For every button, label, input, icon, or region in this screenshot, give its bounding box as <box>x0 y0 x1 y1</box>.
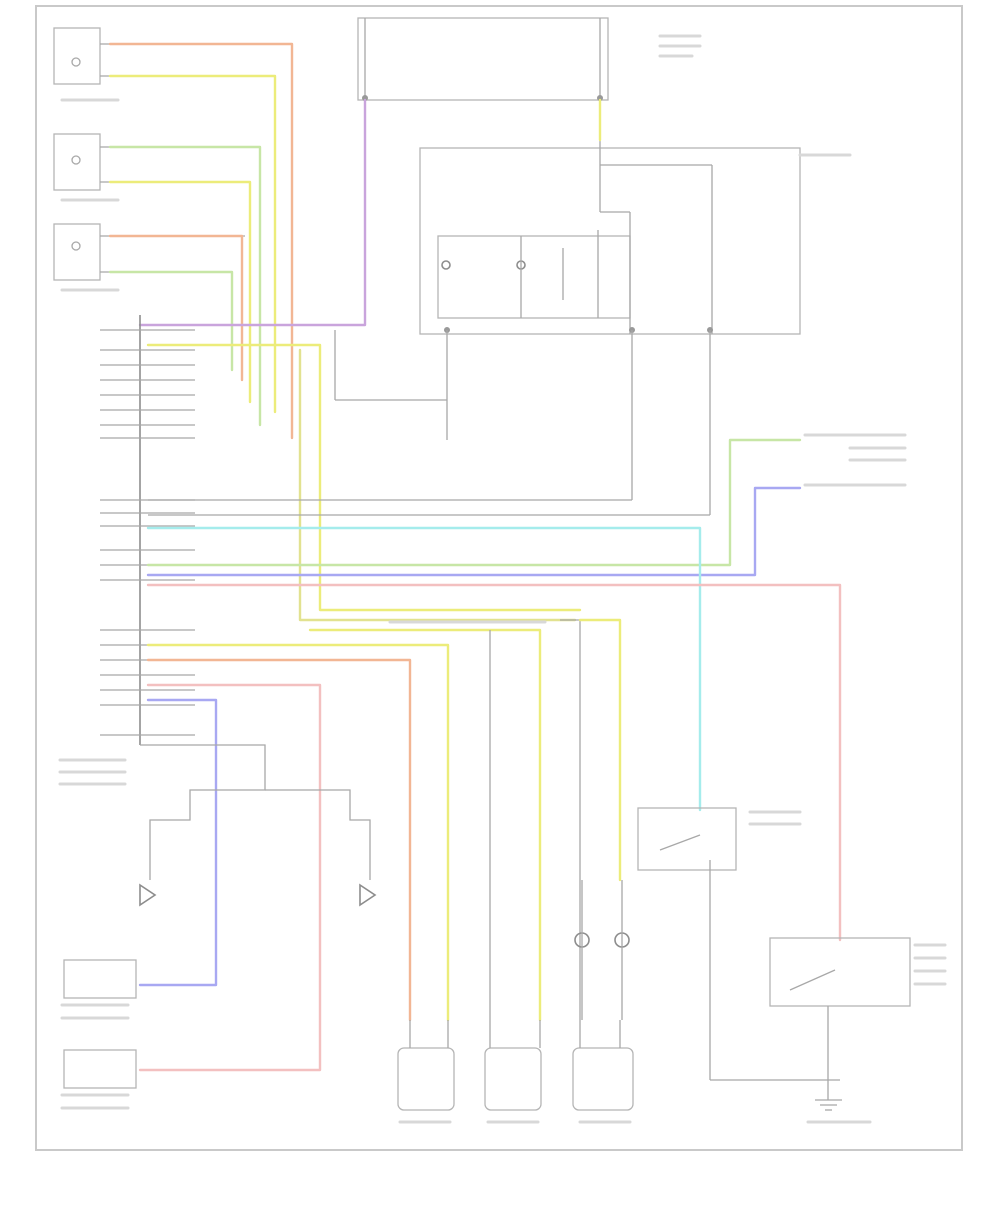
wire-yellow-bus-inner <box>298 348 577 622</box>
fuse-block <box>357 17 609 101</box>
wire-gray-lower-2 <box>560 619 581 1020</box>
relay-right <box>769 937 911 1111</box>
illegible-labels <box>58 34 947 1124</box>
control-unit-connector <box>100 315 195 745</box>
wire-red-right <box>146 583 842 942</box>
relay-box <box>419 100 801 335</box>
ground-left <box>139 744 266 907</box>
switch-right <box>637 807 840 1081</box>
wire-blue-lower <box>138 698 218 987</box>
wire-green-low <box>108 270 234 372</box>
diagram-frame <box>35 5 963 1151</box>
wire-orange-lower <box>146 658 412 1022</box>
sensor-right <box>572 1020 634 1111</box>
wire-yellow-lower-2 <box>308 628 542 1022</box>
component-box-lower <box>63 1049 137 1089</box>
wire-yellow-top <box>108 74 277 414</box>
wire-green-right <box>146 438 802 567</box>
wire-orange-low <box>108 234 244 382</box>
wire-yellow-bus <box>146 343 582 612</box>
wire-orange-top <box>108 42 294 440</box>
ground-right <box>265 789 377 907</box>
wire-blue-right <box>146 486 802 577</box>
relay-ground <box>334 330 448 440</box>
sensor-middle <box>484 1020 542 1111</box>
wire-pink-lower <box>138 683 322 1072</box>
wire-yellow-lower-3 <box>578 618 622 882</box>
wire-cyan <box>146 526 702 812</box>
wire-yellow-mid <box>108 180 252 404</box>
wire-purple-fuse <box>138 98 367 327</box>
indicator-lamps <box>574 880 630 1020</box>
fuse-connector-left <box>362 95 368 101</box>
component-box-upper <box>63 959 137 999</box>
fuse-connector-right <box>597 95 603 101</box>
wire-green-mid <box>108 145 262 427</box>
sensor-left <box>397 1020 455 1111</box>
relay-diode-left <box>441 260 451 270</box>
wire-yellow-lower-1 <box>146 643 450 1022</box>
